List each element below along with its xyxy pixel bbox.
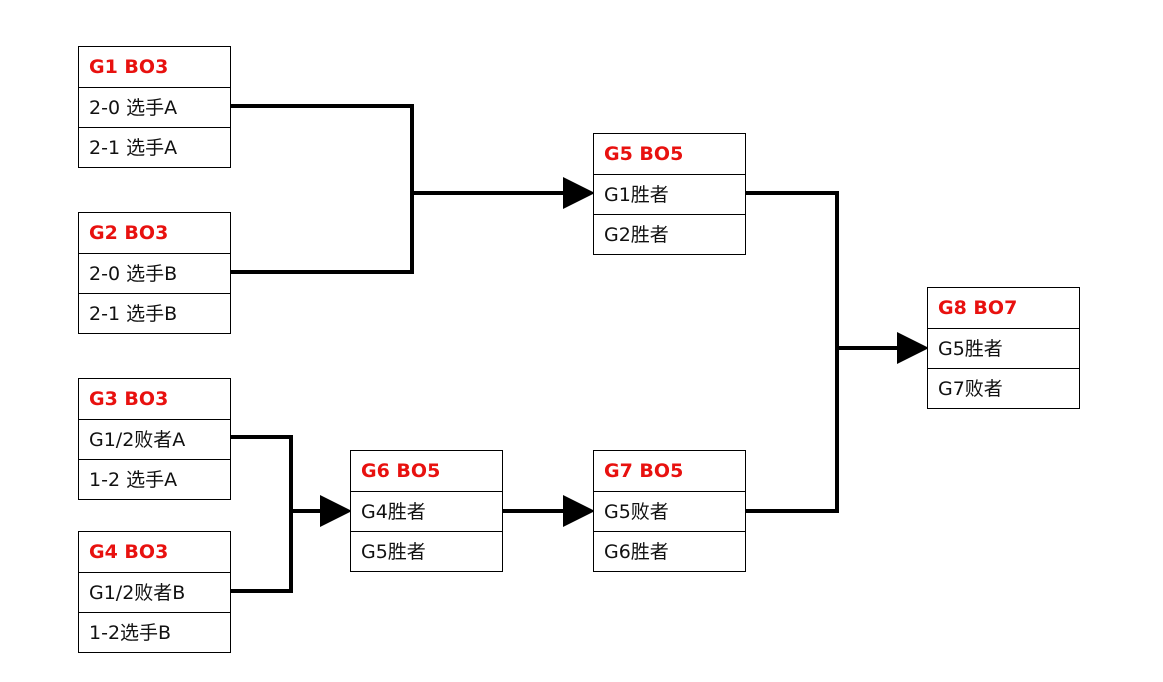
match-slot: G6胜者 (594, 531, 745, 571)
match-g6: G6 BO5 G4胜者 G5胜者 (350, 450, 503, 572)
connector-g5-to-g8 (746, 191, 839, 348)
match-g3: G3 BO3 G1/2败者A 1-2 选手A (78, 378, 231, 500)
match-g4: G4 BO3 G1/2败者B 1-2选手B (78, 531, 231, 653)
match-slot: G1胜者 (594, 174, 745, 214)
match-slot: G1/2败者A (79, 419, 230, 459)
match-g8: G8 BO7 G5胜者 G7败者 (927, 287, 1080, 409)
match-g5: G5 BO5 G1胜者 G2胜者 (593, 133, 746, 255)
connector-g7-to-g8 (746, 348, 839, 513)
match-slot: 2-1 选手B (79, 293, 230, 333)
match-slot: G2胜者 (594, 214, 745, 254)
match-title: G3 BO3 (89, 388, 169, 410)
match-title: G8 BO7 (938, 297, 1018, 319)
match-slot: 1-2选手B (79, 612, 230, 652)
match-title: G1 BO3 (89, 56, 169, 78)
match-slot: G5败者 (594, 491, 745, 531)
match-slot: G5胜者 (928, 328, 1079, 368)
match-slot: G7败者 (928, 368, 1079, 408)
match-title: G5 BO5 (604, 143, 684, 165)
match-g2: G2 BO3 2-0 选手B 2-1 选手B (78, 212, 231, 334)
connector-g3-to-g6 (231, 435, 293, 511)
match-slot: 2-0 选手B (79, 253, 230, 293)
match-slot: 2-0 选手A (79, 87, 230, 127)
connector-g2-to-g5 (231, 193, 414, 274)
match-slot: G4胜者 (351, 491, 502, 531)
match-title: G2 BO3 (89, 222, 169, 244)
connector-g1-to-g5 (231, 104, 414, 193)
match-slot: 2-1 选手A (79, 127, 230, 167)
connector-g4-to-g6 (231, 511, 293, 593)
match-title: G4 BO3 (89, 541, 169, 563)
match-slot: G1/2败者B (79, 572, 230, 612)
match-slot: G5胜者 (351, 531, 502, 571)
match-title: G6 BO5 (361, 460, 441, 482)
match-title: G7 BO5 (604, 460, 684, 482)
match-g7: G7 BO5 G5败者 G6胜者 (593, 450, 746, 572)
match-slot: 1-2 选手A (79, 459, 230, 499)
match-g1: G1 BO3 2-0 选手A 2-1 选手A (78, 46, 231, 168)
